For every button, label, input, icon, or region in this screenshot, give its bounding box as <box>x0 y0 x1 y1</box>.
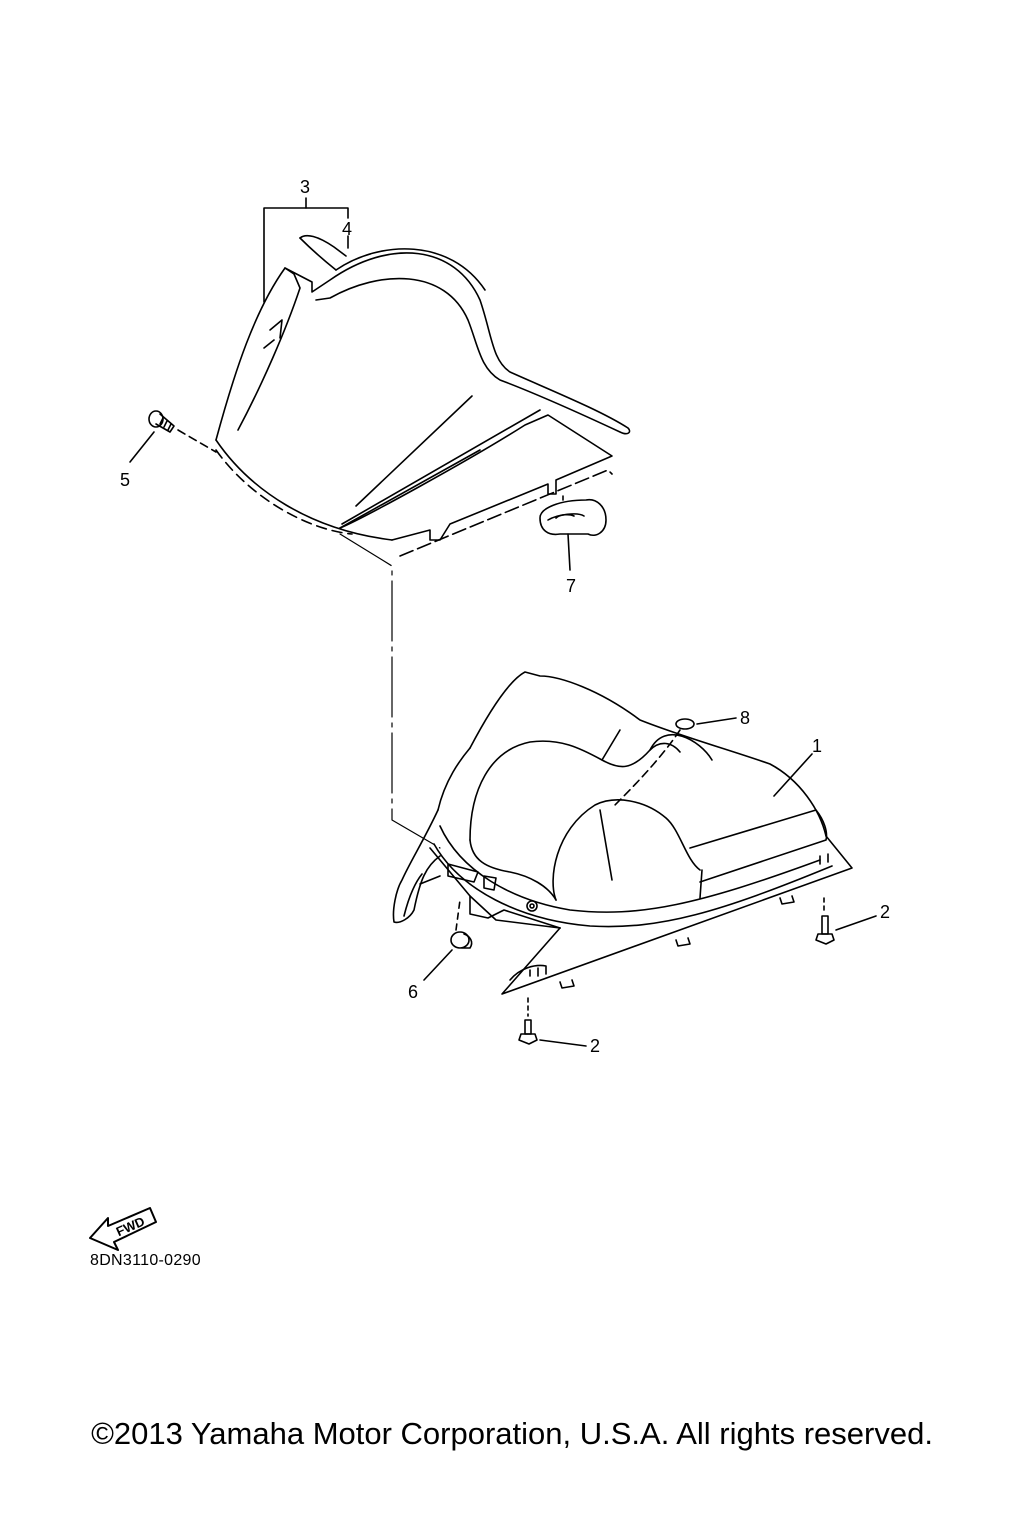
holder-7 <box>539 491 607 571</box>
fwd-label: FWD <box>114 1214 147 1240</box>
callout-4: 4 <box>342 219 352 239</box>
grommet-6 <box>423 899 473 981</box>
diagram-code: 8DN3110-0290 <box>90 1252 201 1269</box>
grommet-8 <box>611 717 737 809</box>
bolt-2-lower <box>518 997 587 1047</box>
callout-bracket <box>263 197 349 303</box>
bolt-2-right <box>815 897 877 945</box>
fwd-arrow-icon: FWD <box>89 1207 157 1251</box>
callout-3: 3 <box>300 177 310 197</box>
leader-1 <box>773 753 813 797</box>
callout-1: 1 <box>812 736 822 756</box>
callout-5: 5 <box>120 470 130 490</box>
alignment-line <box>339 533 441 849</box>
windshield-part <box>215 234 631 557</box>
cowl-part <box>392 671 853 995</box>
copyright-notice: ©2013 Yamaha Motor Corporation, U.S.A. A… <box>91 1416 933 1451</box>
callout-7: 7 <box>566 576 576 596</box>
screw-5 <box>129 410 217 463</box>
callout-8: 8 <box>740 708 750 728</box>
callout-6: 6 <box>408 982 418 1002</box>
callout-2-right: 2 <box>880 902 890 922</box>
callout-2-lower: 2 <box>590 1036 600 1056</box>
